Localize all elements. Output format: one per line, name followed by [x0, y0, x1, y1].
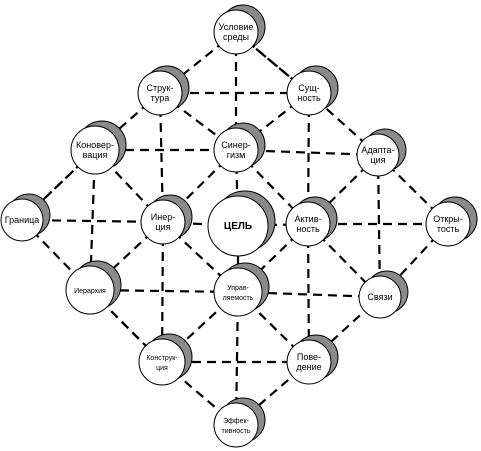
node-circle: [286, 339, 332, 385]
node-label-aktivnost-1: ность: [296, 224, 320, 234]
node-label-effektivnost-0: Эффек-: [223, 418, 250, 425]
node-label-konstruktsiya-1: ция: [156, 365, 168, 372]
node-konstruktsiya: Конструк-ция: [138, 333, 193, 386]
node-circle: [213, 402, 259, 448]
node-circle: [286, 70, 332, 116]
node-circle: [0, 198, 44, 242]
property-nodes: УсловиесредыСтрук-тураСущ-ностьКоновер-в…: [0, 4, 478, 448]
node-label-tsel-0: ЦЕЛЬ: [224, 221, 252, 232]
node-label-struktura-1: тура: [151, 93, 170, 103]
node-svyazi: Связи: [358, 270, 409, 319]
node-sinergizm: Синер-гизм: [213, 122, 266, 173]
node-label-uslovie-0: Условие: [219, 22, 254, 32]
node-circle: [356, 133, 400, 177]
node-label-otkrytost-1: тость: [437, 224, 460, 234]
node-label-aktivnost-0: Актив-: [295, 214, 322, 224]
node-konservatsiya: Коновер-вация: [70, 120, 127, 175]
node-granitsa: Граница: [0, 193, 51, 242]
node-povedenie: Пове-дение: [286, 334, 339, 385]
node-label-upravlyaemost-1: ляемость: [223, 295, 254, 302]
node-circle: [213, 127, 259, 173]
node-label-svyazi-0: Связи: [367, 292, 392, 302]
node-label-adaptatsiya-0: Адапта-: [361, 145, 394, 155]
node-otkrytost: Откры-тость: [425, 196, 478, 247]
node-label-sushnost-1: ность: [297, 93, 321, 103]
edge-inertsiya-konstruktsiya: [160, 221, 165, 363]
node-circle: [140, 199, 186, 245]
node-circle: [137, 70, 183, 116]
node-label-uslovie-1: среды: [223, 32, 249, 42]
edge-adaptatsiya-svyazi: [376, 154, 382, 298]
node-circle: [213, 267, 263, 317]
node-label-sinergizm-0: Синер-: [221, 140, 251, 150]
node-tsel: ЦЕЛЬ: [207, 190, 276, 257]
node-label-granitsa-0: Граница: [5, 215, 40, 225]
node-label-konservatsiya-0: Коновер-: [76, 140, 114, 150]
node-label-inertsiya-0: Инер-: [151, 212, 175, 222]
node-adaptatsiya: Адапта-ция: [356, 128, 407, 177]
node-label-struktura-0: Струк-: [147, 83, 174, 93]
node-label-povedenie-0: Пове-: [297, 352, 321, 362]
node-label-effektivnost-1: тивность: [222, 428, 251, 435]
node-label-povedenie-1: дение: [296, 362, 321, 372]
node-circle: [213, 9, 259, 55]
node-circle: [207, 195, 269, 257]
node-label-konstruktsiya-0: Конструк-: [146, 355, 178, 362]
node-ierarkhiya: Иерархия: [65, 260, 122, 315]
node-sushnost: Сущ-ность: [286, 65, 339, 116]
node-label-upravlyaemost-0: Управ-: [227, 285, 249, 292]
node-circle: [138, 338, 186, 386]
node-upravlyaemost: Управ-ляемость: [213, 262, 270, 317]
node-circle: [285, 201, 331, 247]
node-label-ierarkhiya-0: Иерархия: [74, 288, 106, 295]
node-label-adaptatsiya-1: ция: [370, 155, 385, 165]
node-aktivnost: Актив-ность: [285, 196, 338, 247]
node-inertsiya: Инер-ция: [140, 194, 193, 245]
node-label-sushnost-0: Сущ-: [298, 83, 319, 93]
node-circle: [425, 201, 471, 247]
edge-ierarkhiya-upravlyaemost: [89, 288, 239, 294]
node-label-otkrytost-0: Откры-: [433, 214, 463, 224]
node-circle: [65, 265, 115, 315]
node-struktura: Струк-тура: [137, 65, 190, 116]
node-label-konservatsiya-1: вация: [83, 150, 108, 160]
node-effektivnost: Эффек-тивность: [213, 397, 266, 448]
node-label-sinergizm-1: гизм: [227, 150, 246, 160]
node-circle: [358, 275, 402, 319]
node-circle: [70, 125, 120, 175]
node-label-inertsiya-1: ция: [155, 222, 170, 232]
edge-aktivnost-povedenie: [306, 223, 311, 363]
